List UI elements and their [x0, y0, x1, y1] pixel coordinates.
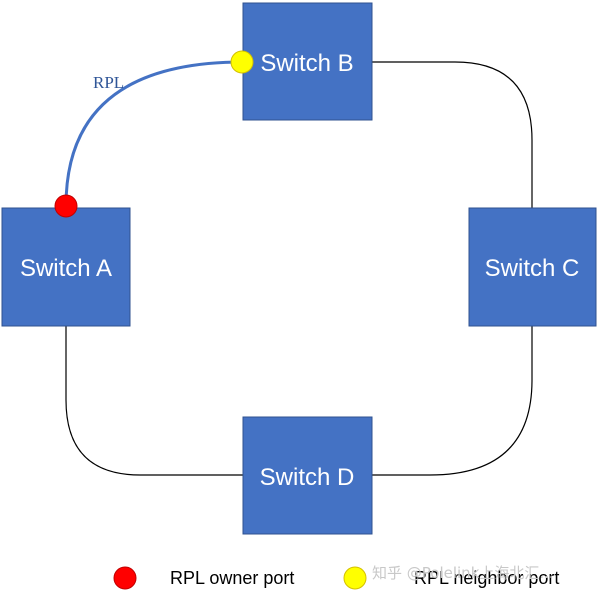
rpl-owner-port-marker: [54, 194, 78, 218]
switch-c-label: Switch C: [485, 255, 580, 282]
link-d-a: [65, 326, 243, 476]
switch-d-label: Switch D: [260, 464, 355, 491]
switch-b-label: Switch B: [260, 50, 353, 77]
legend-neighbor-dot: [343, 566, 367, 590]
link-b-c: [372, 61, 533, 208]
switch-a-label: Switch A: [20, 255, 112, 282]
link-c-d: [372, 326, 533, 476]
watermark: 知乎 @Polelink上海北汇...: [372, 564, 554, 582]
legend-owner-dot: [113, 566, 137, 590]
switch-d: Switch D: [242, 416, 373, 535]
switch-b: Switch B: [242, 2, 373, 121]
rpl-neighbor-port-marker: [230, 50, 254, 74]
legend-owner-label: RPL owner port: [170, 568, 294, 588]
switch-c: Switch C: [468, 207, 597, 327]
switch-a: Switch A: [1, 207, 131, 327]
rpl-link: [64, 60, 244, 207]
legend: RPL owner port RPL neighbor port: [113, 566, 559, 590]
rpl-label: RPL: [93, 73, 124, 92]
legend-neighbor-label: RPL neighbor port: [414, 568, 559, 588]
